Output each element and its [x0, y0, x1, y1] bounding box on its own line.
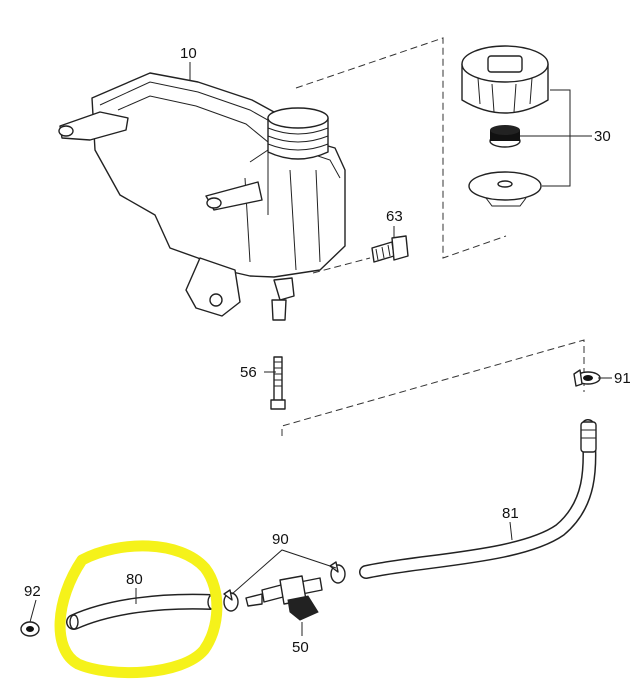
valve-50	[245, 575, 323, 621]
cap-seal	[489, 125, 521, 148]
callout-81: 81	[502, 505, 519, 522]
callout-56: 56	[240, 364, 257, 381]
callout-92: 92	[24, 583, 41, 600]
fitting-56	[270, 299, 287, 410]
highlight-ring	[54, 540, 223, 679]
clamp-91	[573, 369, 601, 387]
callout-50: 50	[292, 639, 309, 656]
filler-cap	[461, 45, 549, 114]
callout-63: 63	[386, 208, 403, 225]
cap-gasket	[468, 171, 542, 207]
callout-10: 10	[180, 45, 197, 62]
callout-labels: 10 30 63 56 91 81 90 80 92 50	[24, 45, 631, 656]
clamp-90-right	[329, 561, 346, 584]
callout-30: 30	[594, 128, 611, 145]
hose-80	[66, 593, 220, 630]
clamp-92	[20, 621, 40, 637]
assembly-guide-lines	[281, 37, 585, 436]
callout-91: 91	[614, 370, 631, 387]
clamp-90-left	[223, 589, 239, 612]
coolant-tank	[58, 72, 346, 317]
callout-80: 80	[126, 571, 143, 588]
hose-81	[359, 419, 597, 579]
leader-lines	[29, 62, 612, 636]
callout-90: 90	[272, 531, 289, 548]
bolt	[371, 235, 409, 263]
